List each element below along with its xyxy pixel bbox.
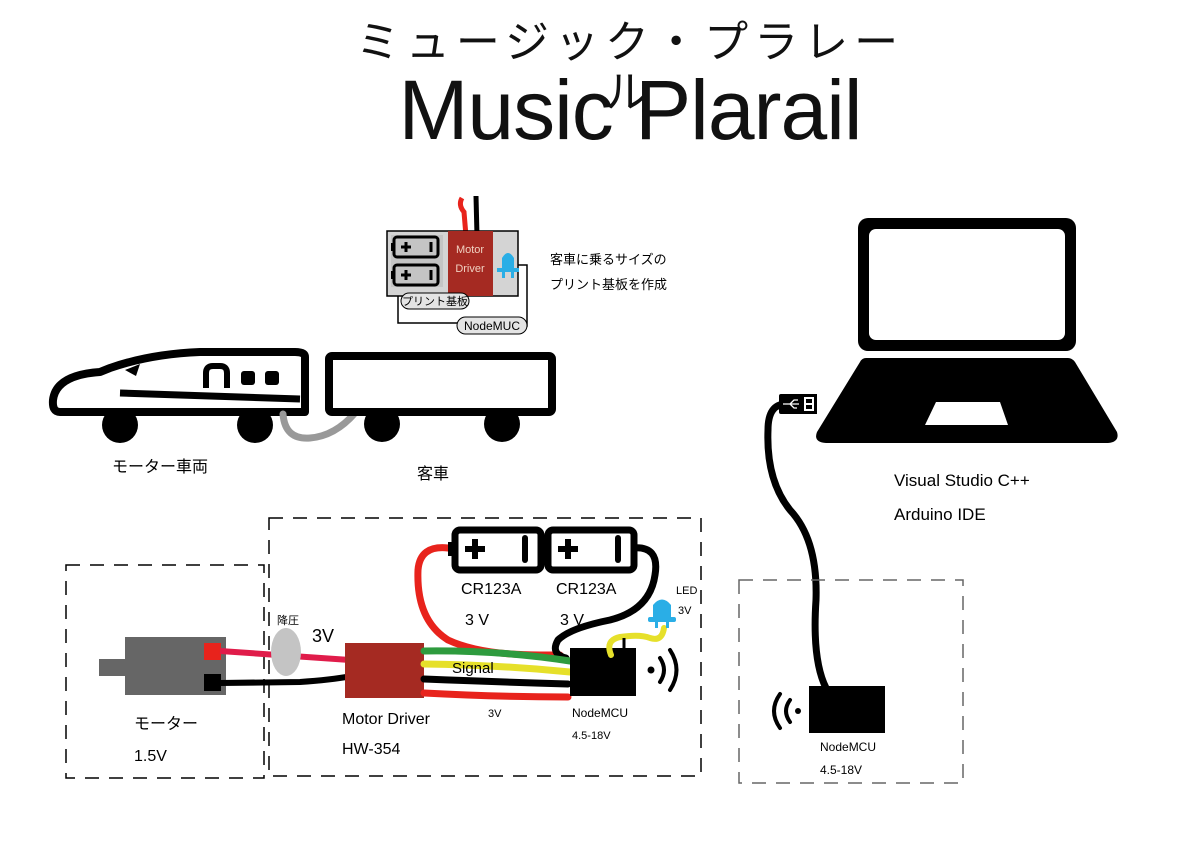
pcb-module-label-pill: [456, 316, 528, 335]
motor-car-door: [203, 363, 230, 388]
train-mcu-voltage: 4.5-18V: [572, 730, 611, 742]
step-down-regulator: [271, 628, 301, 676]
software-line-2: Arduino IDE: [894, 505, 986, 524]
motor-voltage: 1.5V: [134, 748, 167, 765]
pcb-battery-icon: [391, 263, 440, 287]
circuit-boundary: [268, 517, 702, 777]
pcb-driver-label-2: Driver: [455, 263, 485, 275]
battery-icon: [448, 526, 545, 574]
motor-label: モーター: [134, 714, 198, 733]
battery-icon: [544, 526, 638, 574]
software-line-1: Visual Studio C++: [894, 471, 1030, 490]
pcb-motor-driver: [448, 231, 493, 296]
led-icon: [648, 599, 676, 628]
title-english: Music Plarail: [398, 63, 862, 157]
motor-car-label: モーター車両: [112, 457, 208, 476]
laptop-icon: [816, 218, 1118, 443]
battery-1-label: CR123A: [461, 581, 522, 598]
motor-black-wire: [219, 673, 353, 686]
motor-driver-model: HW-354: [342, 741, 400, 758]
motor-car-window-nose: [125, 364, 140, 376]
passenger-car-label: 客車: [417, 464, 449, 483]
pcb-driver-label-1: Motor: [456, 244, 484, 256]
pcb-board-label: プリント基板: [402, 294, 468, 308]
battery-2-voltage: 3 V: [560, 612, 584, 629]
receiver-nodemcu: [809, 686, 885, 733]
receiver-mcu-voltage: 4.5-18V: [820, 763, 862, 777]
pcb-note-2: プリント基板を作成: [550, 278, 667, 293]
train-nodemcu: [570, 648, 636, 696]
signal-wire-black: [420, 675, 572, 688]
motor-shaft: [99, 659, 126, 676]
passenger-car: [325, 352, 556, 442]
pcb-red-wire: [457, 196, 469, 237]
signal-wire-green: [420, 647, 574, 665]
led-voltage: 3V: [678, 605, 692, 617]
motor-car: [48, 348, 309, 443]
motor-driver-name: Motor Driver: [342, 711, 431, 728]
laptop-base: [816, 358, 1118, 443]
motor-car-stripe: [119, 389, 301, 403]
pcb-battery-holder: [391, 235, 443, 287]
train-mcu-name: NodeMCU: [572, 706, 628, 720]
wireless-signal-icon: [772, 692, 801, 730]
battery-negative-wire: [551, 544, 660, 662]
led-wire: [606, 625, 667, 658]
motor-terminal-positive: [204, 643, 221, 660]
receiver-mcu-name: NodeMCU: [820, 740, 876, 754]
motor-car-window: [265, 371, 279, 385]
pcb-module-label: NodeMUC: [464, 319, 520, 333]
usb-plug-icon: [779, 394, 817, 414]
pcb-outline-wire: [397, 296, 460, 324]
motor-driver-board: [345, 643, 424, 698]
battery-2-label: CR123A: [556, 581, 617, 598]
pcb-black-wire: [473, 195, 480, 237]
car-coupler: [279, 409, 359, 442]
pcb-board-label-pill: [400, 292, 470, 310]
battery-1-voltage: 3 V: [465, 612, 489, 629]
usb-cable: [764, 400, 830, 690]
signal-label: Signal: [452, 660, 494, 677]
motor-terminal-negative: [204, 674, 221, 691]
signal-wire-yellow: [420, 660, 574, 676]
laptop-touchpad: [925, 402, 1008, 425]
pcb-battery-icon: [391, 235, 440, 259]
title-japanese: ミュージック・プラレール: [355, 17, 905, 118]
wireless-signal-icon: [647, 648, 679, 692]
motor-car-window: [241, 371, 255, 385]
step-down-voltage: 3V: [312, 626, 334, 646]
pcb-concept: Motor Driver プリント基板 NodeMUC 客車に乗るサイズの プリ…: [386, 195, 667, 335]
passenger-car-body: [325, 352, 556, 416]
laptop-screen: [869, 229, 1065, 340]
led-label: LED: [676, 585, 697, 597]
pcb-note-1: 客車に乗るサイズの: [550, 252, 667, 268]
receiver-boundary: [738, 579, 964, 784]
driver-supply-voltage: 3V: [488, 708, 502, 720]
step-down-label: 降圧: [277, 613, 299, 627]
supply-wire-red: [420, 689, 572, 701]
motor-boundary: [65, 564, 265, 779]
pcb-led-icon: [497, 253, 519, 278]
